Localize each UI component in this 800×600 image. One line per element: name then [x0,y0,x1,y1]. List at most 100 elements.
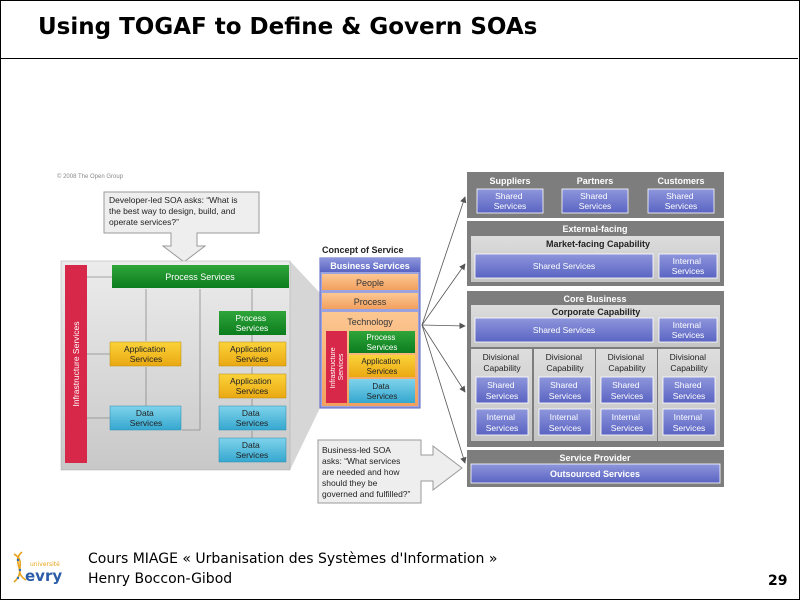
connector-arrows [421,196,467,464]
university-logo: université evry [13,551,62,585]
concept-application-services-box [349,355,415,377]
divisional-capability-label: Capability [546,363,584,373]
shared-services-label: Shared Services [533,325,595,335]
internal-services-label: Internal [673,320,701,330]
concept-data-services-label: Data [372,382,389,391]
group-label-suppliers: Suppliers [489,176,530,186]
process-services-box [112,265,289,288]
svg-text:Internal Services: Internal Services [611,412,644,433]
data-services-label: Services [130,418,163,428]
svg-text:Divisional Capability: Divisional Capability [483,352,522,373]
infrastructure-bar [65,265,87,463]
stack-data-label: Services [236,450,269,460]
svg-text:Developer-led SOA asks: “What: Developer-led SOA asks: “What is the bes… [109,195,240,227]
stack-application-label: Application [230,344,272,354]
footer-author: Henry Boccon-Gibod [88,571,233,587]
svg-text:Process Services: Process Services [235,313,268,333]
divisional-capability-label: Capability [608,363,646,373]
concept-process-services-label: Process [366,333,395,342]
people-label: People [356,278,384,288]
stack-application-label: Services [236,354,269,364]
divisional-capability-label: Capability [670,363,708,373]
divisional-capability-label: Divisional [670,352,706,362]
svg-text:Data Services: Data Services [236,408,269,428]
shared-services-box [475,376,529,404]
svg-text:Divisional Capability: Divisional Capability [670,352,709,373]
external-heading: External-facing [562,224,627,234]
shared-services-label: Services [673,391,706,401]
group-label-partners: Partners [577,176,614,186]
internal-services-label: Internal [487,412,515,422]
internal-services-box [658,253,718,279]
svg-text:Internal Services: Internal Services [486,412,519,433]
svg-text:Data Services: Data Services [367,382,398,401]
stack-data-label: Services [236,418,269,428]
arrow-to-external [421,263,466,326]
stack-data-label: Data [242,408,260,418]
stack-data-label: Data [242,440,260,450]
divisional-capability-label: Divisional [483,352,519,362]
data-services-box [109,405,182,431]
divisional-capability-label: Divisional [608,352,644,362]
shared-services-box [662,376,716,404]
internal-services-label: Internal [550,412,578,422]
internal-services-label: Services [549,423,582,433]
shared-services-label: Shared Services [533,261,595,271]
people-box [322,274,418,290]
core-business-section: Core Business Corporate Capability Share… [467,291,724,447]
arrow-to-provider [421,324,467,464]
shared-services-label: Services [579,201,612,211]
concept-data-services-label: Services [367,392,398,401]
shared-services-box [561,188,629,214]
footer-course: Cours MIAGE « Urbanisation des Systèmes … [88,551,498,567]
concept-of-service: Concept of Service Business Services Peo… [319,245,421,409]
shared-services-label: Services [549,391,582,401]
svg-text:Shared Services: Shared Services [494,191,527,211]
core-heading: Core Business [563,294,626,304]
provider-heading: Service Provider [559,453,631,463]
group-label-customers: Customers [657,176,704,186]
shared-services-label: Shared [487,380,515,390]
svg-text:Internal Services: Internal Services [673,412,706,433]
stack-application-box [218,341,287,367]
arrow-to-core [421,322,466,330]
svg-text:Data Services: Data Services [130,408,163,428]
shared-services-box [538,376,592,404]
internal-services-box [600,408,654,436]
svg-text:Application Services: Application Services [230,376,274,396]
application-services-label: Application [124,344,166,354]
svg-text:Application Services: Application Services [230,344,274,364]
shared-services-box [647,188,715,214]
shared-services-label: Shared [612,380,640,390]
svg-text:Divisional Capability: Divisional Capability [608,352,647,373]
svg-text:Data Services: Data Services [236,440,269,460]
concept-process-services-label: Services [367,343,398,352]
internal-services-box [538,408,592,436]
business-callout-line: should they be [322,478,378,488]
divisional-capability-label: Capability [483,363,521,373]
technology-label: Technology [347,317,393,327]
svg-text:Application Services: Application Services [361,357,402,376]
business-callout: Business-led SOA asks: “What services ar… [317,439,463,504]
application-services-box [109,341,182,367]
shared-services-label: Shared [550,380,578,390]
svg-text:Process Services: Process Services [366,333,397,352]
outsourced-services-box [470,463,721,484]
corporate-capability-label: Corporate Capability [552,307,641,317]
concept-heading: Concept of Service [322,245,404,255]
shared-services-label: Services [486,391,519,401]
business-callout-line: Business-led SOA [322,445,391,455]
internal-services-label: Services [673,423,706,433]
concept-infrastructure-label: Services [338,353,345,380]
internal-services-label: Services [672,330,705,340]
internal-services-label: Internal [674,412,702,422]
left-panel: Infrastructure Services Process Services… [60,260,320,471]
internal-services-label: Services [486,423,519,433]
svg-text:Shared Services: Shared Services [665,191,698,211]
developer-callout: Developer-led SOA asks: “What is the bes… [103,191,260,263]
svg-text:Shared Services: Shared Services [549,380,582,401]
svg-text:Shared Services: Shared Services [579,191,612,211]
shared-services-label: Services [494,201,527,211]
arrow-to-suppliers [421,196,467,326]
shared-services-box [600,376,654,404]
